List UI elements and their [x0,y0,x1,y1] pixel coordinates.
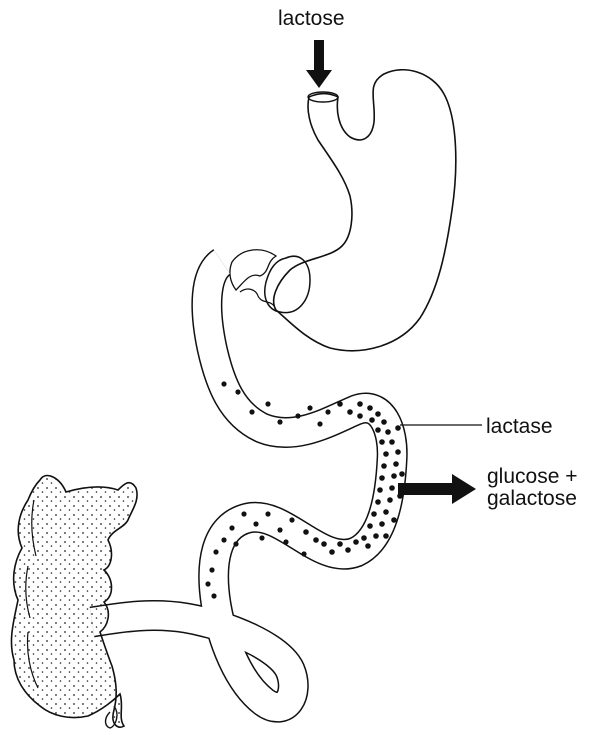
products-label: glucose + galactose [487,466,577,510]
products-label-line2: galactose [487,488,577,510]
arrow-down-icon [306,40,332,88]
lactase-label: lactase [486,416,553,438]
lactose-label: lactose [278,8,345,30]
stomach [274,70,456,351]
arrow-right-icon [398,474,476,504]
small-intestine [92,262,392,707]
products-label-line1: glucose + [487,466,577,488]
large-intestine [11,476,137,728]
pylorus [230,250,310,313]
